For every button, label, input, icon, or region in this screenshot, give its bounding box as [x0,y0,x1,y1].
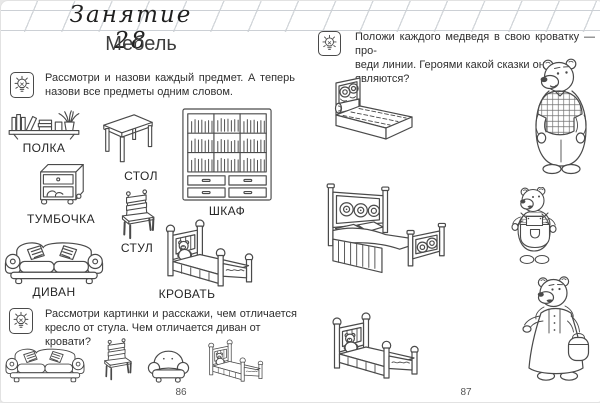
nightstand-label: ТУМБОЧКА [27,212,95,226]
task3-instructions: Положи каждого медведя в свою кроватку —… [355,30,595,86]
task1-line1: Рассмотри и назови каждый предмет. А теп… [45,72,295,84]
compare-chair-drawing [103,338,133,381]
bed-label: КРОВАТЬ [158,287,216,301]
lightbulb-icon [322,34,337,50]
mama-bear-drawing[interactable] [516,276,596,385]
sofa-drawing [4,242,104,285]
wardrobe-drawing [181,107,273,202]
papa-bear-drawing[interactable] [528,58,594,176]
small-bed-drawing[interactable] [326,310,426,384]
lesson-header: Занятие 28 [69,2,193,54]
compare-sofa-drawing [5,348,85,383]
page-title: Мебель [105,33,177,55]
chair-drawing [121,189,155,240]
handwriting-ruling [1,1,600,32]
task1-box [10,72,34,98]
wardrobe-label: ШКАФ [208,204,246,218]
compare-bed-drawing [208,339,264,382]
lightbulb-icon [14,75,30,92]
task3-line2: веди линии. Героями какой сказки они явл… [355,59,551,85]
page-number-left: 86 [175,387,187,398]
bed-drawing [165,219,254,287]
task2-line2: кресло от стула. Чем отличается диван от… [45,322,261,348]
shelf-drawing [8,110,80,140]
chair-label: СТУЛ [120,241,154,255]
table-drawing [103,114,153,163]
sofa-label: ДИВАН [32,285,76,299]
medium-bed-drawing[interactable] [321,181,451,276]
shelf-label: ПОЛКА [22,141,66,155]
task3-box [318,31,341,56]
baby-bear-drawing[interactable] [511,187,559,266]
compare-armchair-drawing [147,350,190,383]
page-number-right: 87 [460,387,472,398]
big-bed-drawing[interactable] [324,75,424,145]
task2-box [9,308,33,334]
nightstand-drawing [40,164,84,205]
task2-instructions: Рассмотри картинки и расскажи, чем отлич… [45,307,297,349]
task2-line1: Рассмотри картинки и расскажи, чем отлич… [45,308,297,320]
task3-line1: Положи каждого медведя в свою кроватку —… [355,31,595,57]
table-label: СТОЛ [124,169,158,183]
task1-line2: назови все предметы одним словом. [45,86,233,98]
lightbulb-icon [13,311,29,328]
task1-instructions: Рассмотри и назови каждый предмет. А теп… [45,71,295,99]
